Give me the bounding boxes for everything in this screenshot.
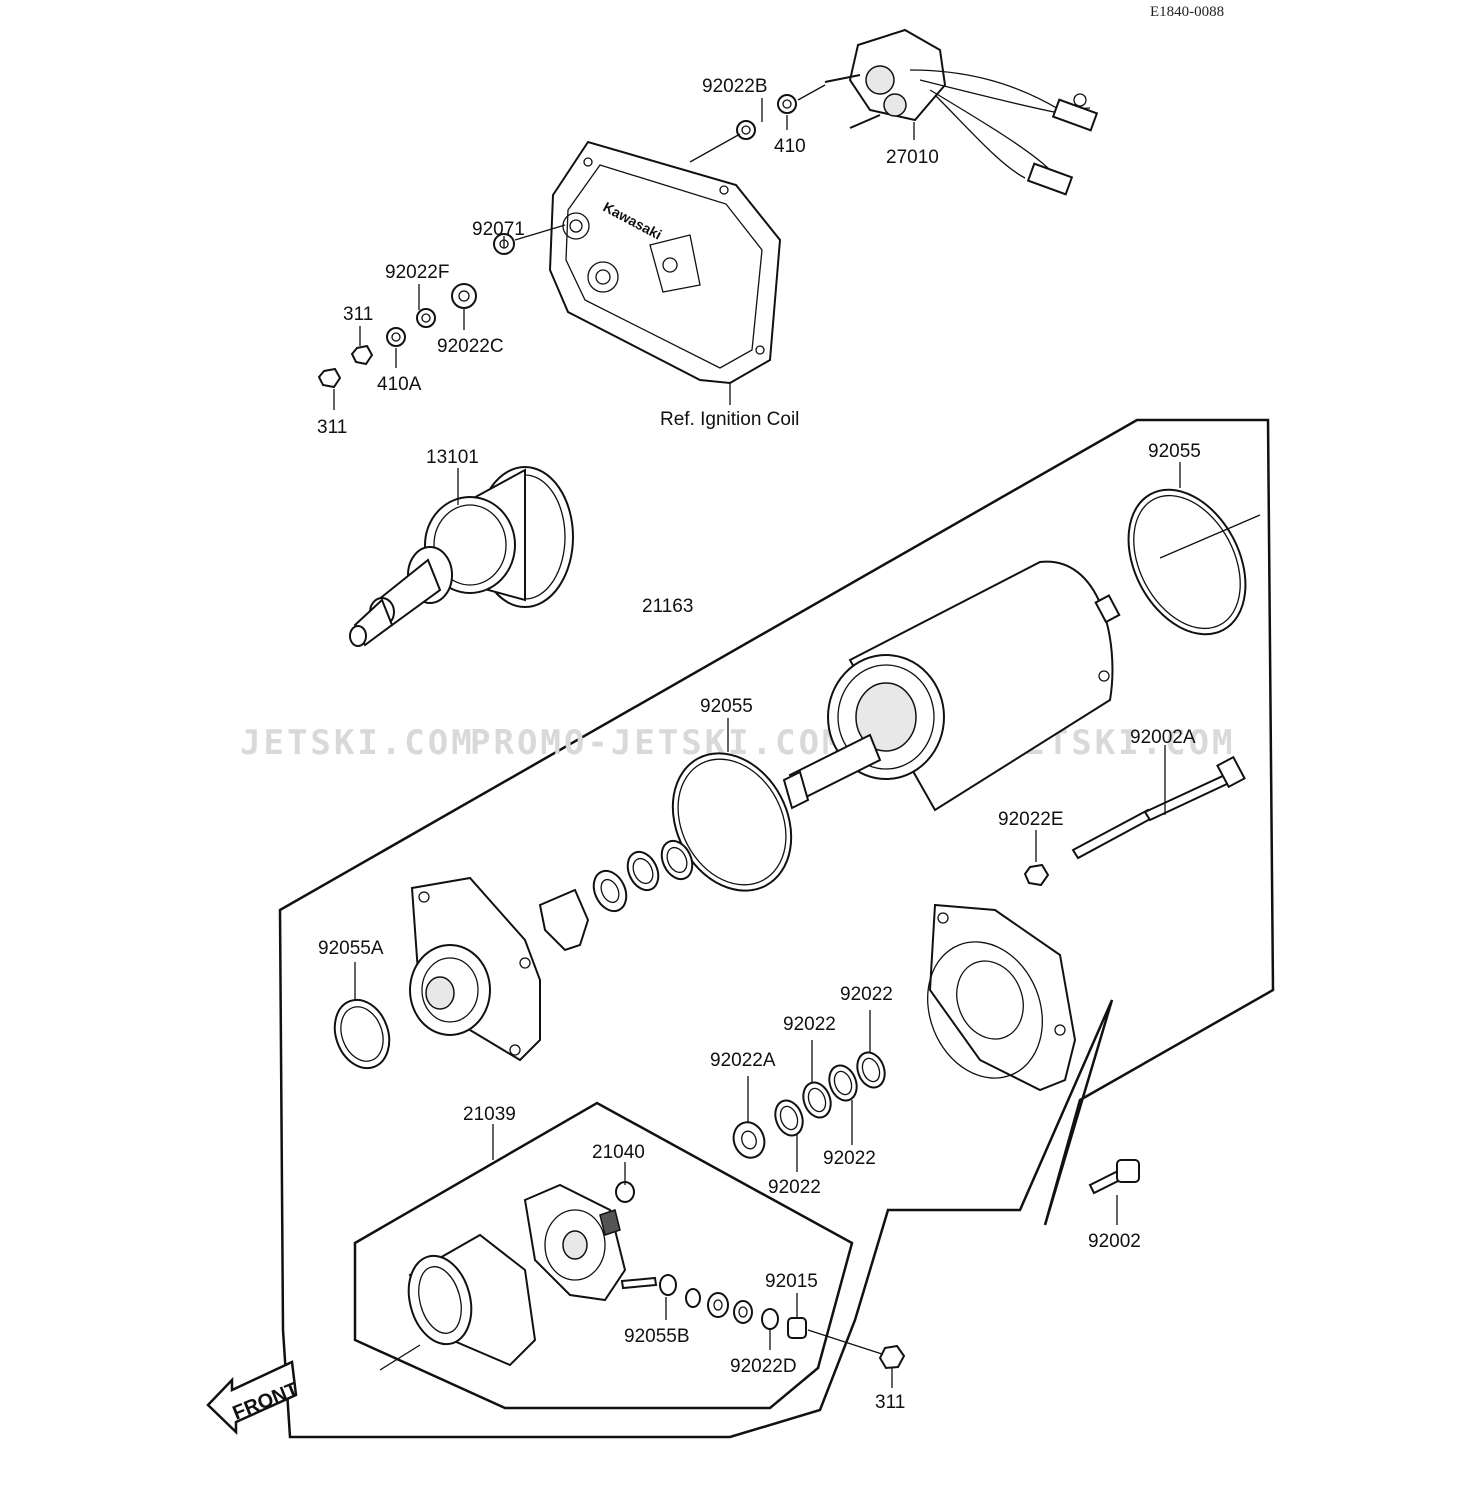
shim-92022-4 bbox=[774, 1099, 804, 1137]
washer-92055B bbox=[659, 1274, 677, 1296]
washer-92022A bbox=[732, 1121, 766, 1159]
callout-92055A: 92055A bbox=[318, 938, 384, 959]
o-ring-92055-top bbox=[1127, 488, 1247, 636]
leader-axis-top bbox=[689, 133, 741, 163]
front-direction-arrow: FRONT bbox=[206, 1360, 302, 1435]
starter-relay-27010 bbox=[824, 28, 1099, 196]
nut-311-left bbox=[317, 367, 342, 389]
watermark-2: PROMO-JETSKI.COM bbox=[470, 723, 846, 763]
brush-plate-clip bbox=[538, 888, 590, 952]
callout-92055B: 92055B bbox=[624, 1326, 690, 1347]
callout-92015: 92015 bbox=[765, 1271, 818, 1292]
washer-small-3 bbox=[733, 1300, 753, 1324]
yoke-housing bbox=[407, 1233, 537, 1367]
washer-410A bbox=[386, 327, 406, 347]
callout-21039: 21039 bbox=[463, 1104, 516, 1125]
callout-92022-c: 92022 bbox=[823, 1148, 876, 1169]
callout-311-top: 311 bbox=[343, 304, 373, 325]
callout-410: 410 bbox=[774, 136, 806, 157]
callout-311-left: 311 bbox=[317, 417, 347, 438]
callout-92022A: 92022A bbox=[710, 1050, 776, 1071]
callout-21040: 21040 bbox=[592, 1142, 645, 1163]
bolt-92002 bbox=[1088, 1159, 1140, 1195]
bushing-92015 bbox=[787, 1317, 807, 1339]
washer-mid-2 bbox=[626, 850, 660, 892]
assembly-boundary-21039 bbox=[353, 1101, 854, 1410]
callout-92022C: 92022C bbox=[437, 336, 504, 357]
washer-92022D bbox=[761, 1308, 779, 1330]
callout-92022-b: 92022 bbox=[783, 1014, 836, 1035]
callout-13101: 13101 bbox=[426, 447, 479, 468]
rear-end-cover bbox=[927, 903, 1077, 1092]
shim-92022-1 bbox=[856, 1051, 886, 1089]
washer-410 bbox=[777, 94, 797, 114]
o-ring-92055A bbox=[333, 998, 391, 1070]
callout-92022F: 92022F bbox=[385, 262, 449, 283]
nut-311-top bbox=[350, 344, 374, 366]
callout-311-bottom: 311 bbox=[875, 1392, 905, 1413]
callout-21163: 21163 bbox=[642, 596, 693, 617]
assembly-boundary-21163 bbox=[278, 418, 1275, 1439]
washer-small-1 bbox=[685, 1288, 701, 1308]
callout-92002A: 92002A bbox=[1130, 727, 1196, 748]
callout-92055-mid: 92055 bbox=[700, 696, 753, 717]
washer-92022C bbox=[451, 283, 477, 309]
through-bolt-92002A bbox=[1071, 755, 1246, 860]
starter-motor-yoke bbox=[782, 560, 1121, 812]
ignition-coil-cover: Kawasaki bbox=[548, 140, 782, 385]
callout-92022-a: 92022 bbox=[840, 984, 893, 1005]
washer-mid-3 bbox=[592, 869, 628, 913]
callout-92055-top: 92055 bbox=[1148, 441, 1201, 462]
drawing-code: E1840-0088 bbox=[1150, 4, 1224, 20]
callout-92022B: 92022B bbox=[702, 76, 768, 97]
washer-small-2 bbox=[707, 1292, 729, 1318]
ref-ignition-coil-note: Ref. Ignition Coil bbox=[660, 409, 799, 430]
callout-92022D: 92022D bbox=[730, 1356, 797, 1377]
nut-311-bottom bbox=[878, 1344, 906, 1370]
callout-92022-d: 92022 bbox=[768, 1177, 821, 1198]
washer-mid-1 bbox=[660, 839, 694, 881]
nut-92022E bbox=[1023, 863, 1050, 887]
callout-92022E: 92022E bbox=[998, 809, 1064, 830]
starter-clutch-13101 bbox=[349, 466, 574, 647]
watermark-1: JETSKI.COM bbox=[240, 723, 475, 763]
brush-holder-plate bbox=[523, 1183, 658, 1302]
washer-92022F bbox=[416, 308, 436, 328]
callout-92002: 92002 bbox=[1088, 1231, 1141, 1252]
callout-27010: 27010 bbox=[886, 147, 939, 168]
callout-410A: 410A bbox=[377, 374, 422, 395]
front-cover bbox=[409, 876, 541, 1062]
callout-92071: 92071 bbox=[472, 219, 525, 240]
washer-92022B bbox=[736, 120, 756, 140]
